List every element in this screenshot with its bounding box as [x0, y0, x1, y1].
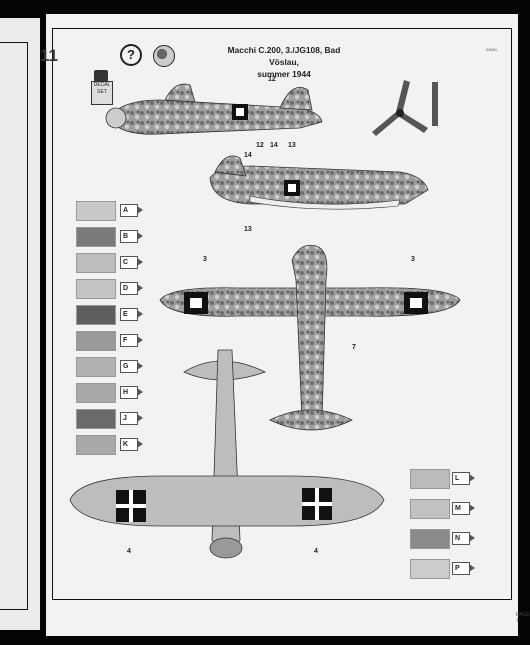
legend-label-F: F — [120, 334, 143, 347]
swatch-D — [76, 279, 116, 299]
callout-number: 12 — [256, 142, 264, 149]
legend-label-C: C — [120, 256, 143, 269]
help-icon: ? — [120, 44, 142, 66]
swatch-J — [76, 409, 116, 429]
callout-number: 13 — [244, 226, 252, 233]
side-view-right — [209, 155, 429, 210]
legend-label-K: K — [120, 438, 143, 451]
top-view — [159, 244, 461, 431]
swatch-P — [410, 559, 450, 579]
legend-label-J: J — [120, 412, 143, 425]
decal-label: DECAL SET — [91, 81, 113, 105]
step-number: 11 — [40, 46, 58, 65]
swatch-G — [76, 357, 116, 377]
legend-label-H: H — [120, 386, 143, 399]
glue-icon — [153, 45, 175, 67]
callout-number: 12 — [268, 76, 276, 83]
decal-bottle-cap — [94, 70, 108, 82]
callout-number: 4 — [314, 548, 318, 555]
swatch-N — [410, 529, 450, 549]
side-view-left — [105, 83, 323, 135]
legend-label-N: N — [452, 532, 475, 545]
callout-number: 7 — [352, 344, 356, 351]
legend-label-M: M — [452, 502, 475, 515]
propeller-view — [372, 80, 438, 136]
callout-number: 14 — [270, 142, 278, 149]
legend-label-D: D — [120, 282, 143, 295]
legend-label-P: P — [452, 562, 475, 575]
callout-number: 4 — [127, 548, 131, 555]
page-footer: PAGE 7 — [516, 612, 530, 624]
decal-bottle-icon: DECAL SET — [91, 70, 113, 114]
swatch-A — [76, 201, 116, 221]
swatch-K — [76, 435, 116, 455]
legend-label-L: L — [452, 472, 475, 485]
scheme-title-line1: Macchi C.200, 3./JG108, Bad Vöslau, — [227, 45, 341, 67]
scheme-title: Macchi C.200, 3./JG108, Bad Vöslau, summ… — [224, 44, 344, 80]
page-code: 04681 — [486, 47, 498, 52]
previous-page-frame — [0, 42, 28, 610]
swatch-C — [76, 253, 116, 273]
bottom-view — [69, 349, 385, 559]
callout-number: 14 — [244, 152, 252, 159]
swatch-M — [410, 499, 450, 519]
legend-label-A: A — [120, 204, 143, 217]
legend-label-B: B — [120, 230, 143, 243]
legend-label-G: G — [120, 360, 143, 373]
scheme-title-line2: summer 1944 — [257, 69, 311, 79]
legend-label-E: E — [120, 308, 143, 321]
previous-page-edge — [0, 18, 40, 630]
swatch-H — [76, 383, 116, 403]
swatch-L — [410, 469, 450, 489]
callout-number: 13 — [288, 142, 296, 149]
swatch-F — [76, 331, 116, 351]
callout-number: 3 — [203, 256, 207, 263]
swatch-B — [76, 227, 116, 247]
swatch-E — [76, 305, 116, 325]
page-frame — [52, 28, 512, 600]
callout-number: 3 — [411, 256, 415, 263]
